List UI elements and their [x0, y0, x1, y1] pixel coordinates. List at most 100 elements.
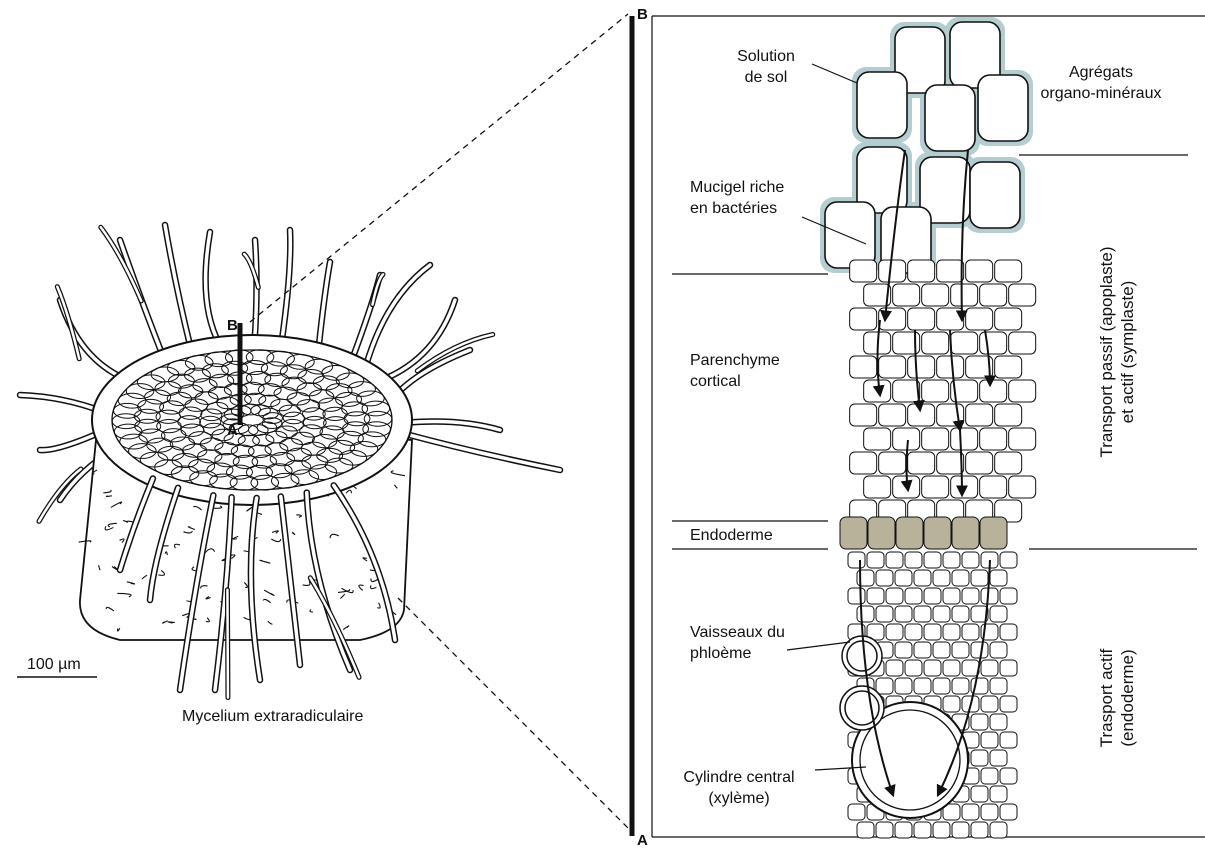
- soil-aggregates: [820, 17, 1033, 278]
- stele-cell: [886, 660, 903, 676]
- cortex-cell: [995, 452, 1022, 474]
- stele-cell: [943, 552, 960, 568]
- hypha-branch: [417, 334, 493, 370]
- stele-cell: [895, 606, 912, 622]
- cortex-cell: [864, 380, 891, 402]
- cortex-cells: [850, 260, 1036, 522]
- stele-cell: [943, 660, 960, 676]
- hypha-branch-core: [227, 590, 228, 698]
- cortex-cell: [922, 428, 949, 450]
- stele-cell: [895, 570, 912, 586]
- stele-cell: [952, 606, 969, 622]
- cortex-cell: [850, 452, 877, 474]
- cylindre-line2: (xylème): [664, 788, 814, 809]
- stele-cell: [924, 552, 941, 568]
- stele-cell: [1000, 696, 1017, 712]
- stele-cell: [1000, 768, 1017, 784]
- stele-cell: [914, 678, 931, 694]
- stele-cell: [952, 642, 969, 658]
- cortex-cell: [980, 476, 1007, 498]
- stele-cell: [876, 606, 893, 622]
- stele-cell: [848, 588, 865, 604]
- soil-aggregate: [978, 75, 1028, 141]
- zoom-line-bottom: [398, 598, 628, 828]
- stele-cell: [1000, 660, 1017, 676]
- stele-cell: [990, 570, 1007, 586]
- endodermis-cell: [924, 517, 951, 549]
- stele-cell: [971, 750, 988, 766]
- cortex-cell: [1009, 332, 1036, 354]
- cortex-cell: [937, 308, 964, 330]
- hypha-core: [165, 225, 191, 349]
- stele-cell: [990, 750, 1007, 766]
- vaisseaux-line1: Vaisseaux du: [690, 622, 785, 643]
- stele-cell: [905, 660, 922, 676]
- cortex-cell: [995, 260, 1022, 282]
- stele-cell: [895, 642, 912, 658]
- stele-cell: [876, 570, 893, 586]
- cortex-cell: [850, 404, 877, 426]
- stele-cell: [990, 606, 1007, 622]
- cortex-cell: [980, 428, 1007, 450]
- stele-cell: [1000, 552, 1017, 568]
- cortex-cell: [908, 356, 935, 378]
- mucigel-label: Mucigel riche en bactéries: [690, 177, 784, 219]
- transport-actif-label: Trasport actif (endoderme): [1096, 649, 1138, 748]
- cortex-cell: [908, 452, 935, 474]
- agregats-line1: Agrégats: [1026, 62, 1176, 83]
- cortex-cell: [864, 476, 891, 498]
- stele-cell: [962, 552, 979, 568]
- cortex-cell: [951, 476, 978, 498]
- cortex-cell: [980, 332, 1007, 354]
- zoom-line-top: [250, 14, 628, 322]
- cortex-cell: [951, 332, 978, 354]
- stele-cell: [914, 822, 931, 838]
- stele-cell: [981, 696, 998, 712]
- stele-cell: [857, 822, 874, 838]
- hypha-core: [318, 262, 330, 350]
- stele-cell: [971, 714, 988, 730]
- cortex-cell: [879, 308, 906, 330]
- mycelium-label: Mycelium extraradiculaire: [182, 706, 363, 727]
- stele-cell: [848, 552, 865, 568]
- cortex-cell: [1009, 284, 1036, 306]
- cortex-cell: [922, 476, 949, 498]
- stele-cell: [867, 552, 884, 568]
- stele-cell: [933, 570, 950, 586]
- mucigel-line2: en bactéries: [690, 198, 784, 219]
- stele-cell: [914, 642, 931, 658]
- cortex-cell: [922, 284, 949, 306]
- cortex-cell: [995, 404, 1022, 426]
- mantle-strand: [106, 496, 111, 497]
- transport-actif-line2: (endoderme): [1117, 649, 1138, 748]
- cortex-cell: [995, 356, 1022, 378]
- cortex-cell: [966, 404, 993, 426]
- parenchyme-label: Parenchyme cortical: [690, 350, 780, 392]
- cortex-cell: [966, 308, 993, 330]
- stele-cell: [924, 588, 941, 604]
- cortex-cell: [879, 404, 906, 426]
- stele-cell: [981, 732, 998, 748]
- stele-cell: [971, 786, 988, 802]
- stele-cell: [905, 552, 922, 568]
- vaisseaux-label: Vaisseaux du phloème: [690, 622, 785, 664]
- panel-label-b: B: [637, 6, 648, 23]
- cortex-cell: [937, 452, 964, 474]
- stele-cell: [971, 642, 988, 658]
- stele-cell: [924, 660, 941, 676]
- stele-cell: [933, 822, 950, 838]
- endodermis-cell: [980, 517, 1007, 549]
- stele-cell: [886, 552, 903, 568]
- stele-cell: [952, 822, 969, 838]
- cortex-cell: [951, 428, 978, 450]
- endoderme-label: Endoderme: [690, 525, 773, 546]
- stele-cell: [971, 570, 988, 586]
- cortex-cell: [1009, 428, 1036, 450]
- stele-cell: [981, 588, 998, 604]
- endodermis-cell: [952, 517, 979, 549]
- cortex-cell: [893, 428, 920, 450]
- stele-cell: [1000, 804, 1017, 820]
- stele-cell: [943, 696, 960, 712]
- cortex-cell: [850, 260, 877, 282]
